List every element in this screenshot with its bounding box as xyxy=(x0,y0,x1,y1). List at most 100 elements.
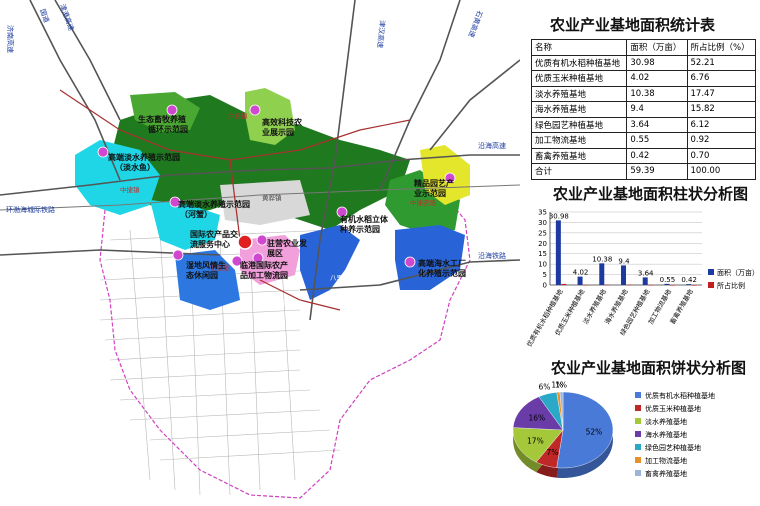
zone-label: 高效科技农 xyxy=(262,117,302,127)
zone-marker xyxy=(249,104,261,116)
legend-label-ratio: 所占比例 xyxy=(717,281,745,290)
y-tick-label: 15 xyxy=(538,250,547,258)
planning-boundary xyxy=(99,189,471,499)
zone-label: 种养示范园 xyxy=(339,224,380,234)
y-tick-label: 10 xyxy=(538,261,547,269)
bar-data-label: 10.38 xyxy=(592,255,612,263)
legend-swatch xyxy=(635,418,641,424)
zone-marker xyxy=(256,234,268,246)
zone-label: 化养殖示范园 xyxy=(418,268,466,278)
zone-label: （河蟹） xyxy=(180,209,212,219)
zone-blue-east xyxy=(395,225,465,290)
legend-label: 淡水养殖基地 xyxy=(645,417,687,426)
table-cell: 优质玉米种植基地 xyxy=(530,70,628,87)
pie-data-label: 6% xyxy=(539,383,551,392)
table-cell: 100.00 xyxy=(686,163,756,180)
table-cell: 52.21 xyxy=(686,54,756,71)
pie-chart: 52%7%17%16%6%1%1% 优质有机水稻种植基地优质玉米种植基地淡水养殖… xyxy=(512,380,715,478)
zone-label: 业展示园 xyxy=(262,127,294,137)
table-cell: 0.70 xyxy=(686,147,756,164)
table-cell: 15.82 xyxy=(686,101,756,118)
table-cell: 0.42 xyxy=(626,147,688,164)
bar-data-label: 0.42 xyxy=(681,276,697,284)
road-label-south: 十四号路 xyxy=(275,299,303,308)
pie-data-label: 1% xyxy=(555,380,567,389)
pie-slice xyxy=(559,391,564,431)
bar-ratio xyxy=(626,284,632,286)
zone-label: 高端淡水养殖示范园 xyxy=(178,199,250,209)
zone-pink xyxy=(240,235,300,285)
road-label-highway-ws: 济南高速 xyxy=(6,25,15,53)
zone-label: 循环示范园 xyxy=(147,124,188,134)
table-cell: 4.02 xyxy=(626,70,688,87)
table-cell: 6.12 xyxy=(686,116,756,133)
zone-label: 流服务中心 xyxy=(190,239,230,249)
zone-label: 驻营农业发 xyxy=(267,238,308,248)
road-label-coast-road: 环渤海城际铁路 xyxy=(6,205,55,214)
zone-label: （淡水鱼） xyxy=(115,162,155,172)
zone-marker xyxy=(97,146,109,158)
pie-data-label: 52% xyxy=(586,427,603,436)
bar-ratio xyxy=(691,284,697,286)
legend-label: 畜禽养殖基地 xyxy=(645,469,687,478)
bar-ratio xyxy=(583,284,589,286)
table-cell: 3.64 xyxy=(626,116,688,133)
town-label: 中捷镇 xyxy=(120,185,140,194)
zone-marker xyxy=(172,249,184,261)
center-marker xyxy=(237,234,253,250)
zone-cyan-west xyxy=(75,140,160,215)
zone-marker xyxy=(252,252,264,264)
pie-chart-legend: 优质有机水稻种植基地优质玉米种植基地淡水养殖基地海水养殖基地绿色园艺种植基地加工… xyxy=(635,391,715,478)
table-header-cell: 名称 xyxy=(530,39,628,56)
table-cell: 17.47 xyxy=(686,85,756,102)
zone-label: 湿地风情生 xyxy=(186,260,226,270)
legend-swatch xyxy=(635,431,641,437)
table-cell: 畜禽养殖基地 xyxy=(530,147,628,164)
legend-label: 绿色园艺种植基地 xyxy=(645,443,701,452)
y-tick-label: 35 xyxy=(538,209,547,217)
bar-area xyxy=(599,263,605,285)
table-title: 农业产业基地面积统计表 xyxy=(550,16,716,34)
bar-area xyxy=(577,276,583,285)
legend-label-area: 面积（万亩） xyxy=(717,268,759,277)
legend-swatch-area xyxy=(708,269,714,275)
pie-data-label: 17% xyxy=(527,437,544,446)
bar-area xyxy=(621,265,626,285)
town-label: 八里庄 xyxy=(330,273,350,282)
zone-yellow xyxy=(420,145,470,205)
legend-swatch xyxy=(635,444,641,450)
minor-road-network xyxy=(99,229,341,496)
zone-label: 有机水稻立体 xyxy=(340,214,389,224)
zone-label: 展区 xyxy=(266,249,283,258)
table-header-cell: 面积（万亩） xyxy=(626,39,688,56)
legend-swatch xyxy=(635,405,641,411)
bar-ratio xyxy=(604,284,610,286)
zone-marker xyxy=(444,172,456,184)
zone-gray-center xyxy=(220,180,310,225)
legend-label: 优质玉米种植基地 xyxy=(645,404,701,413)
road-label-n3: 石黄高速 xyxy=(467,9,485,38)
table-cell: 加工物流基地 xyxy=(530,132,628,149)
table-cell: 0.92 xyxy=(686,132,756,149)
bar-ratio xyxy=(669,284,675,286)
pie-chart-labels: 52%7%17%16%6%1%1% xyxy=(527,380,602,457)
road-label-n1: 津港高速 xyxy=(58,3,76,32)
bar-area xyxy=(664,283,670,285)
zone-label: 国际农产品交 xyxy=(190,229,238,239)
town-label: 六合镇 xyxy=(228,111,248,120)
zone-label: 精品园艺产 xyxy=(414,178,454,188)
zone-cyan-central xyxy=(150,200,220,250)
zone-label: 态休闲园 xyxy=(186,270,218,280)
zone-label: 临港国际农产 xyxy=(240,260,288,270)
zone-label: 高端淡水养殖示范园 xyxy=(108,152,180,162)
zone-label: 品加工物流园 xyxy=(240,270,288,280)
zone-light-green xyxy=(245,88,295,145)
bar-area xyxy=(686,284,692,285)
legend-label: 加工物流基地 xyxy=(645,456,687,465)
y-tick-label: 30 xyxy=(538,219,547,227)
